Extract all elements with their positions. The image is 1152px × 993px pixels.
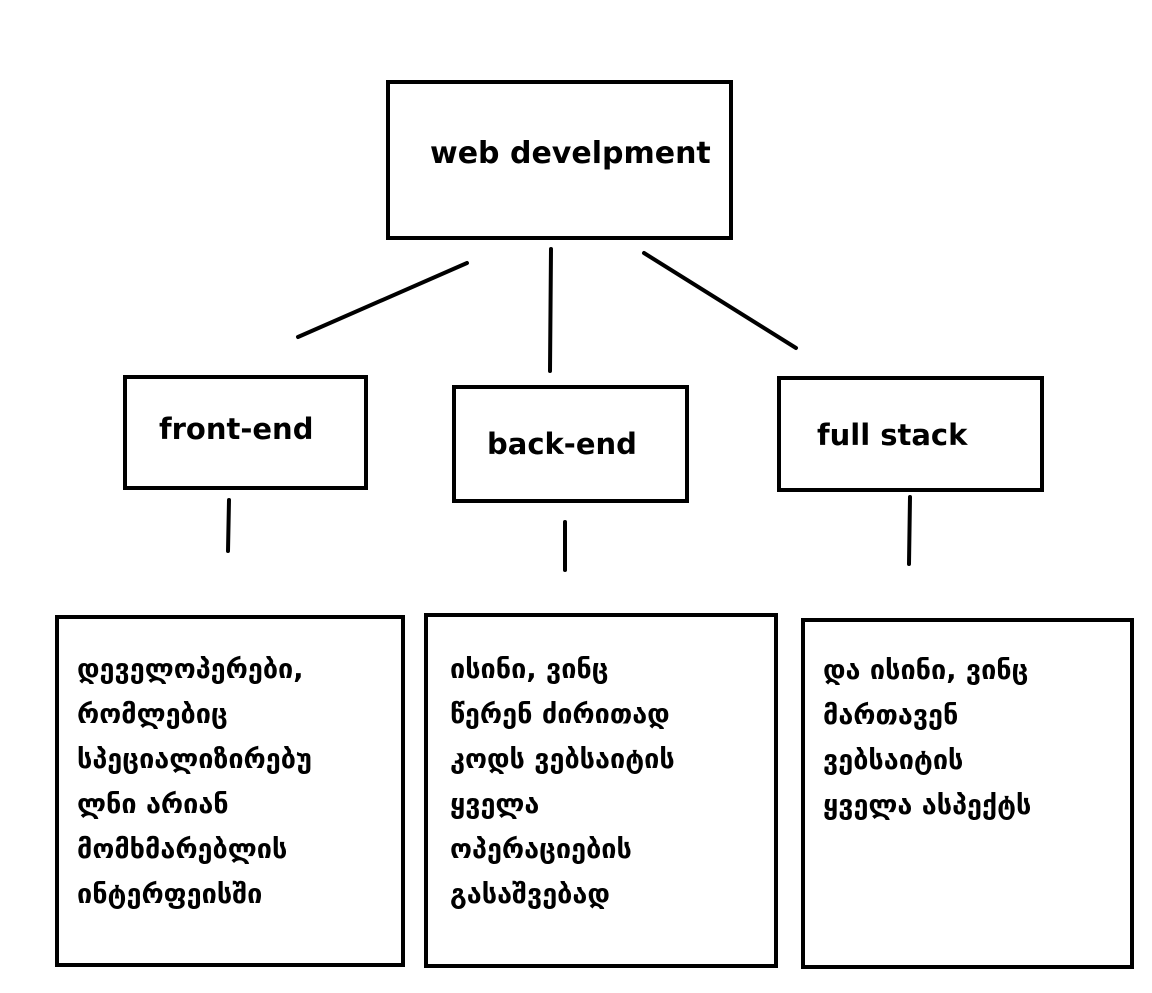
connector-root-to-back-end [548,247,553,373]
root-node-label: web develpment [430,136,711,171]
root-node: web develpment [386,80,733,240]
category-node-full-stack: full stack [777,376,1044,492]
description-text-back-end: ისინი, ვინც წერენ ძირითად კოდს ვებსაიტის… [450,654,675,910]
connector-front-end-to-desc [226,498,231,553]
category-label-front-end: front-end [159,412,314,446]
description-box-front-end: დეველოპერები, რომლებიც სპეციალიზირებუ ლნ… [55,615,405,967]
connector-root-to-front-end [296,261,469,339]
description-box-full-stack: და ისინი, ვინც მართავენ ვებსაიტის ყველა … [801,618,1134,969]
category-node-front-end: front-end [123,375,368,490]
category-label-full-stack: full stack [817,418,968,452]
description-text-full-stack: და ისინი, ვინც მართავენ ვებსაიტის ყველა … [823,655,1032,821]
category-node-back-end: back-end [452,385,689,503]
description-text-front-end: დეველოპერები, რომლებიც სპეციალიზირებუ ლნ… [77,654,312,910]
description-box-back-end: ისინი, ვინც წერენ ძირითად კოდს ვებსაიტის… [424,613,778,968]
connector-root-to-full-stack [642,251,798,350]
category-label-back-end: back-end [487,427,637,461]
connector-full-stack-to-desc [907,495,912,566]
